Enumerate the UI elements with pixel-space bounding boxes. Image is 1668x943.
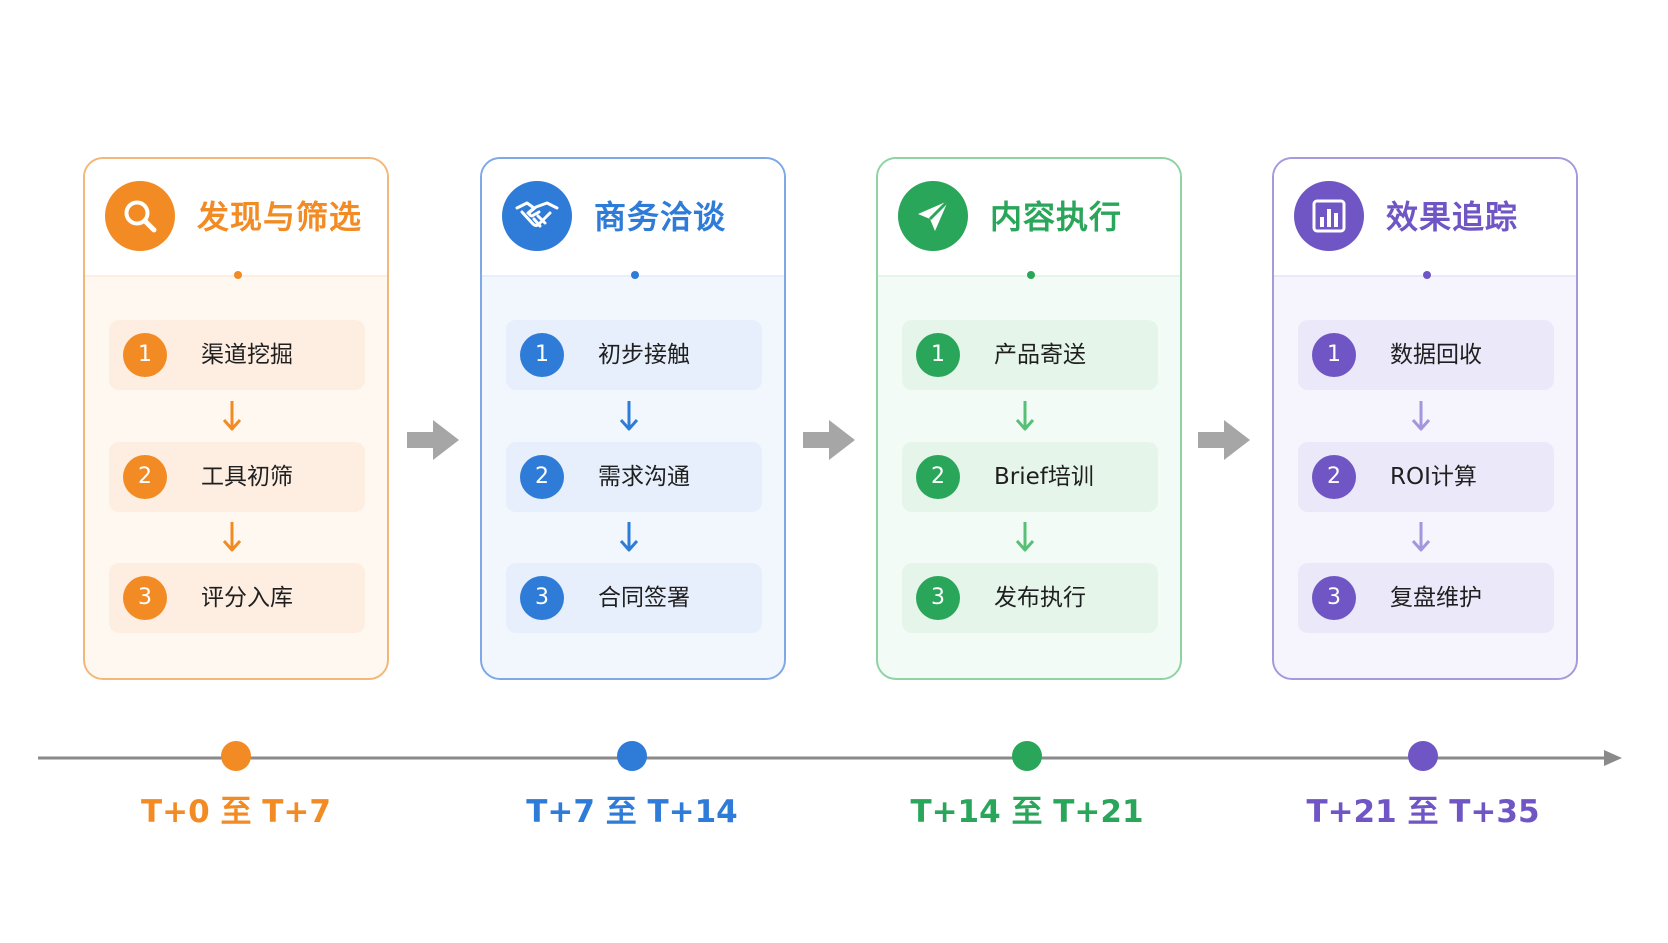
step-label: 复盘维护 bbox=[1390, 585, 1482, 611]
step-item: 3 评分入库 bbox=[109, 563, 365, 633]
stage-header: 效果追踪 bbox=[1274, 159, 1576, 275]
step-number-badge: 3 bbox=[916, 576, 960, 620]
timeline-axis bbox=[38, 750, 1622, 766]
stage-title: 发现与筛选 bbox=[197, 198, 363, 236]
timeline-period-label: T+0 至 T+7 bbox=[141, 794, 331, 830]
step-label: 发布执行 bbox=[994, 585, 1086, 611]
step-item: 1 产品寄送 bbox=[902, 320, 1158, 390]
stage-title: 商务洽谈 bbox=[594, 198, 727, 236]
step-item: 3 复盘维护 bbox=[1298, 563, 1554, 633]
step-label: 合同签署 bbox=[598, 585, 690, 611]
step-number-badge: 2 bbox=[520, 455, 564, 499]
step-label: ROI计算 bbox=[1390, 464, 1477, 490]
down-arrow-icon bbox=[1015, 401, 1035, 431]
timeline-period-label: T+7 至 T+14 bbox=[526, 794, 738, 830]
step-number-badge: 2 bbox=[123, 455, 167, 499]
step-number-badge: 2 bbox=[916, 455, 960, 499]
header-divider-dot bbox=[1423, 271, 1431, 279]
stage-header: 发现与筛选 bbox=[85, 159, 387, 275]
timeline-marker bbox=[617, 741, 647, 771]
step-label: 工具初筛 bbox=[201, 464, 293, 490]
timeline-period-label: T+14 至 T+21 bbox=[910, 794, 1144, 830]
timeline-period-label: T+21 至 T+35 bbox=[1306, 794, 1540, 830]
timeline-marker bbox=[1408, 741, 1438, 771]
step-number-badge: 3 bbox=[1312, 576, 1356, 620]
down-arrow-icon bbox=[222, 401, 242, 431]
step-item: 1 初步接触 bbox=[506, 320, 762, 390]
step-label: Brief培训 bbox=[994, 464, 1094, 490]
step-label: 评分入库 bbox=[201, 585, 293, 611]
paper-plane-icon bbox=[898, 181, 968, 251]
step-number-badge: 3 bbox=[520, 576, 564, 620]
step-item: 3 合同签署 bbox=[506, 563, 762, 633]
step-item: 3 发布执行 bbox=[902, 563, 1158, 633]
stage-title: 内容执行 bbox=[990, 198, 1123, 236]
down-arrow-icon bbox=[1411, 522, 1431, 552]
header-divider-dot bbox=[234, 271, 242, 279]
step-item: 1 数据回收 bbox=[1298, 320, 1554, 390]
stage-card-discovery: 发现与筛选 1 渠道挖掘 2 工具初筛 3 评分入库 bbox=[83, 157, 389, 680]
step-item: 2 Brief培训 bbox=[902, 442, 1158, 512]
down-arrow-icon bbox=[619, 522, 639, 552]
stage-title: 效果追踪 bbox=[1386, 198, 1519, 236]
stage-card-negotiation: 商务洽谈 1 初步接触 2 需求沟通 3 合同签署 bbox=[480, 157, 786, 680]
step-number-badge: 3 bbox=[123, 576, 167, 620]
down-arrow-icon bbox=[1411, 401, 1431, 431]
stage-header: 商务洽谈 bbox=[482, 159, 784, 275]
stage-header: 内容执行 bbox=[878, 159, 1180, 275]
step-number-badge: 1 bbox=[520, 333, 564, 377]
down-arrow-icon bbox=[222, 522, 242, 552]
down-arrow-icon bbox=[619, 401, 639, 431]
stage-connector-arrow-icon bbox=[407, 420, 459, 460]
stage-card-performance-tracking: 效果追踪 1 数据回收 2 ROI计算 3 复盘维护 bbox=[1272, 157, 1578, 680]
step-number-badge: 1 bbox=[123, 333, 167, 377]
step-label: 需求沟通 bbox=[598, 464, 690, 490]
timeline-marker bbox=[221, 741, 251, 771]
step-item: 2 需求沟通 bbox=[506, 442, 762, 512]
header-divider-dot bbox=[631, 271, 639, 279]
step-label: 初步接触 bbox=[598, 342, 690, 368]
timeline-marker bbox=[1012, 741, 1042, 771]
search-icon bbox=[105, 181, 175, 251]
handshake-icon bbox=[502, 181, 572, 251]
stage-connector-arrow-icon bbox=[1198, 420, 1250, 460]
step-label: 渠道挖掘 bbox=[201, 342, 293, 368]
stage-card-content-execution: 内容执行 1 产品寄送 2 Brief培训 3 发布执行 bbox=[876, 157, 1182, 680]
step-number-badge: 1 bbox=[1312, 333, 1356, 377]
step-item: 1 渠道挖掘 bbox=[109, 320, 365, 390]
step-label: 产品寄送 bbox=[994, 342, 1086, 368]
header-divider-dot bbox=[1027, 271, 1035, 279]
bar-chart-icon bbox=[1294, 181, 1364, 251]
step-label: 数据回收 bbox=[1390, 342, 1482, 368]
step-item: 2 ROI计算 bbox=[1298, 442, 1554, 512]
step-number-badge: 2 bbox=[1312, 455, 1356, 499]
step-item: 2 工具初筛 bbox=[109, 442, 365, 512]
down-arrow-icon bbox=[1015, 522, 1035, 552]
step-number-badge: 1 bbox=[916, 333, 960, 377]
stage-connector-arrow-icon bbox=[803, 420, 855, 460]
